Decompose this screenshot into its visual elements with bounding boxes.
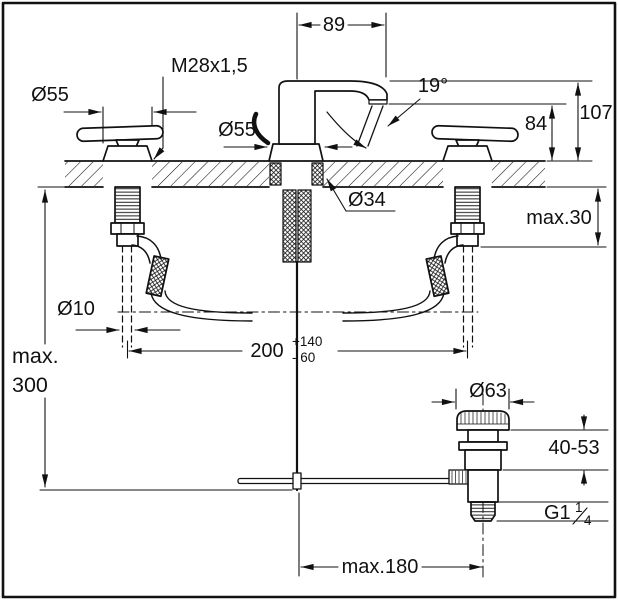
nut-facets [120,222,135,235]
depth-max-label-1: max. [12,344,59,368]
waste-cap [456,410,510,431]
dim-spout-angle: 19° [387,75,448,127]
hose-adapter [116,233,139,247]
rod-dia-label: Ø10 [57,298,95,320]
dim-waste-thread: G1 1 4 [496,500,609,528]
spout-assembly [251,80,388,263]
waste-thread [470,501,496,522]
rosette-left-label: Ø55 [31,84,69,106]
waste-assembly [448,393,510,579]
pop-up-knob [251,111,271,146]
spout-escutcheon [268,143,324,162]
dim-depth-max: max. 300 [12,186,293,491]
left-handle-assembly [76,124,253,348]
ext-lines [455,388,510,410]
mounting-nut [110,222,145,235]
depth-max-label-2: 300 [12,373,48,397]
hole-dia-label: Ø34 [348,189,386,211]
spacing-tolerance-minus: - 60 [292,350,315,365]
dim-height-spout: 84 [388,103,593,162]
deck-clamp-right [311,162,324,186]
supply-hose-curve [150,290,253,322]
dim-hole-dia: Ø34 [326,178,396,212]
horizontal-rod [237,477,456,485]
braided-hose [145,255,170,298]
waste-height-label: 40-53 [548,437,599,459]
dim-deck-max: max.30 [480,186,607,248]
pop-up-linkage [237,260,456,492]
height-spout-label: 84 [525,113,547,135]
rosette-center-label: Ø55 [218,119,256,141]
dimensions: 89 M28x1,5 Ø55 Ø55 19° [12,12,613,578]
dim-spout-reach: 89 [296,12,387,80]
ext-lines [102,106,153,144]
dim-height-total: 107 [389,80,613,161]
waste-neck [467,429,499,443]
dim-spacing: 200 +140 - 60 [126,334,469,365]
waste-thread-fraction-numerator: 1 [575,500,583,515]
waste-thread-fraction-denominator: 4 [584,513,592,528]
ext-lines [126,340,469,359]
dim-waste-dia: Ø63 [431,380,535,410]
spacing-tolerance-plus: +140 [292,334,322,349]
dim-waste-height: 40-53 [502,414,609,486]
rod-reach-label: max.180 [342,556,419,578]
deck-hatch [323,162,443,186]
deck-max-label: max.30 [526,207,592,229]
hidden-rod-dashed [121,245,133,348]
water-stream [356,105,384,147]
waste-lower-body [467,469,499,503]
deck-hatch [492,162,545,186]
dim-rosette-center: Ø55 [218,119,353,151]
spout-angle-label: 19° [418,75,448,97]
waste-flange [458,441,508,451]
waste-thread-label: G1 [544,502,571,524]
knob-knurl [451,470,467,484]
waste-dia-label: Ø63 [469,380,507,402]
dim-rod-reach: max.180 [298,492,483,578]
lever-handle [76,124,164,143]
rod-joint [292,472,302,490]
braided-supply-hose [297,189,312,263]
thread-top-label: M28x1,5 [171,55,248,77]
spacing-label: 200 [250,340,283,362]
braided-supply-hose [282,189,297,263]
ext-lines [296,12,387,80]
dim-rod-dia: Ø10 [57,298,181,334]
spout-body [278,80,388,145]
dim-rosette-left: Ø55 [31,84,197,144]
deck-hatch [152,162,269,186]
waste-upper-body [464,449,502,471]
escutcheon [102,145,153,162]
dim-spout-reach-label: 89 [323,14,345,36]
countertop-section [64,160,546,188]
deck-hatch [65,162,103,186]
cap-knurl [456,411,510,425]
deck-clamp-left [269,162,282,186]
height-total-label: 107 [579,102,612,124]
hose-elbow [131,235,162,264]
dim-thread-top: M28x1,5 [153,55,248,160]
right-handle-assembly [342,124,520,348]
threaded-shank [114,186,141,224]
aerator [368,99,388,105]
swivel-arc [326,111,367,149]
